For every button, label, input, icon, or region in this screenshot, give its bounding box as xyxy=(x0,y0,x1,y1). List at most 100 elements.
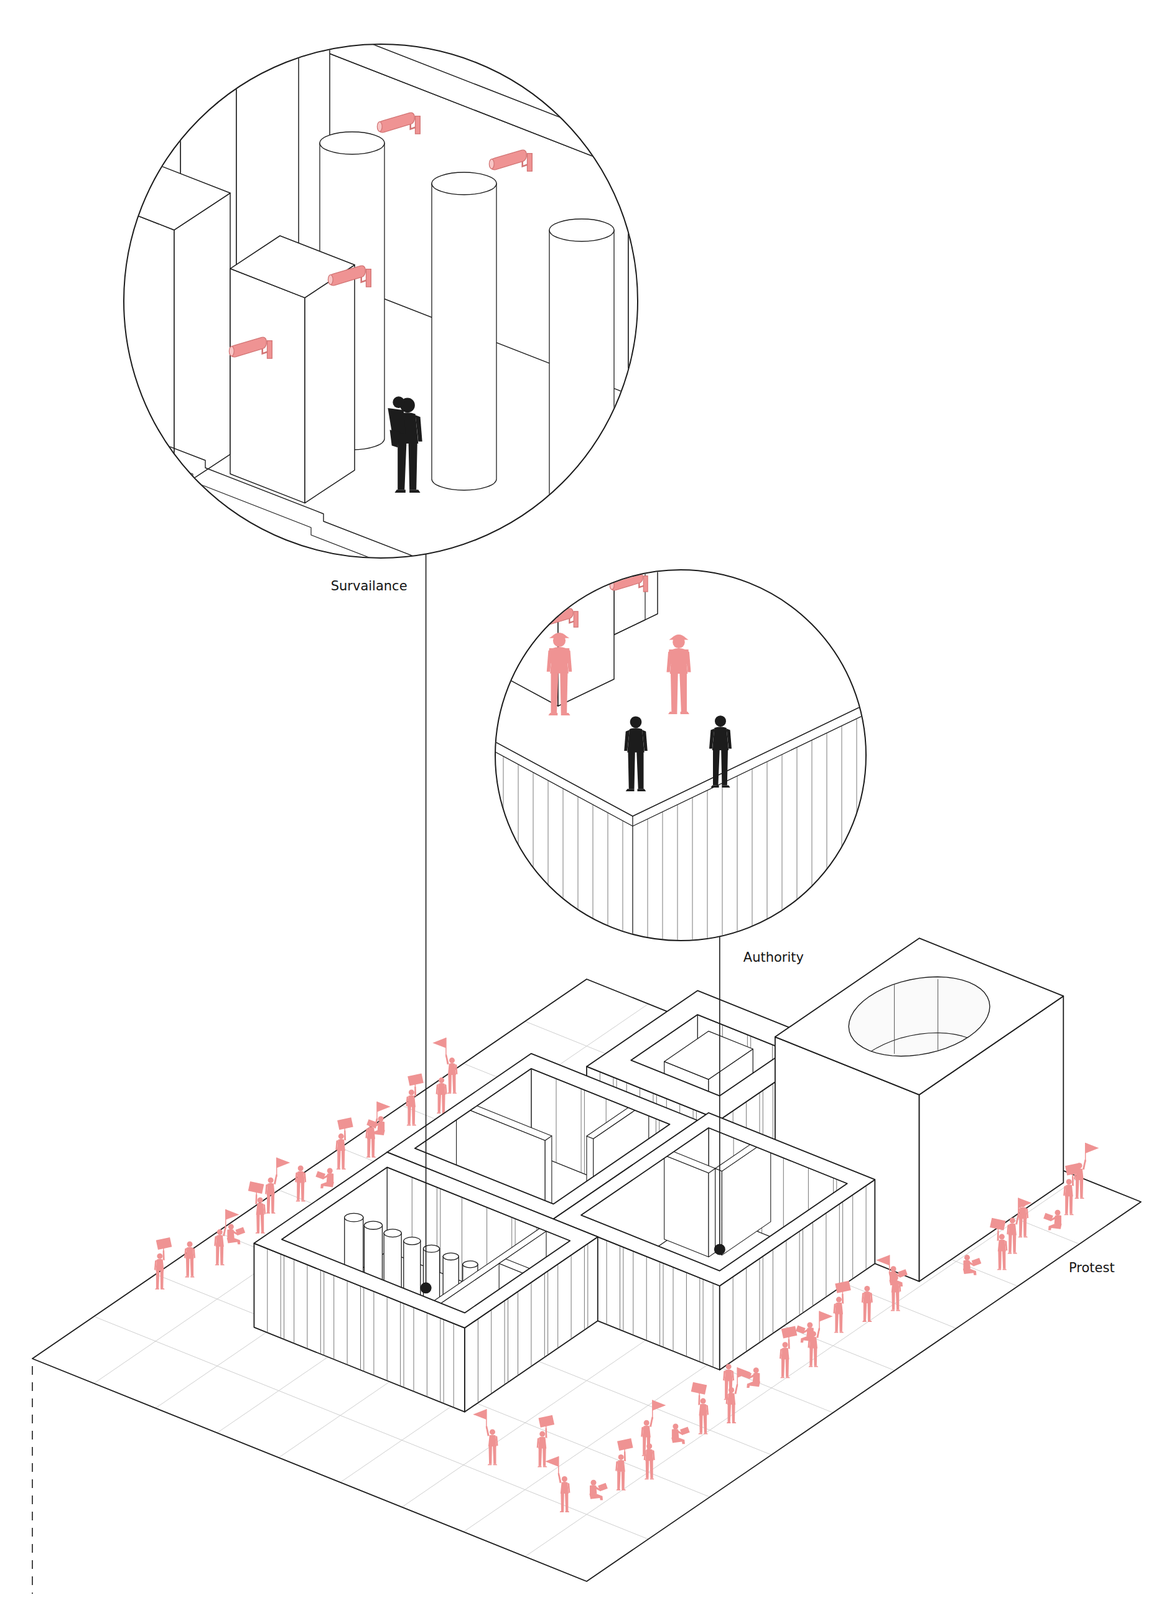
protester-figure xyxy=(1075,1180,1084,1199)
protester-figure xyxy=(1008,1234,1016,1253)
protester-figure xyxy=(227,1224,246,1245)
column-cylinder xyxy=(383,1229,402,1238)
wall-flute xyxy=(503,756,504,934)
visitor-figure xyxy=(630,716,643,728)
protester-figure xyxy=(405,1096,409,1107)
protester-figure xyxy=(1065,1184,1074,1197)
protester-figure xyxy=(875,1254,890,1266)
leader-dot xyxy=(714,1243,726,1255)
column-cylinder xyxy=(431,172,497,491)
surveillance-callout xyxy=(43,0,654,645)
tower-void xyxy=(848,976,990,1056)
column-cylinder xyxy=(549,218,615,242)
wall-flute xyxy=(504,1300,506,1385)
authority-detail xyxy=(371,255,1081,1003)
protester-figure xyxy=(495,1435,498,1446)
protester-figure xyxy=(753,1367,759,1374)
protester-figure xyxy=(1043,1213,1054,1222)
tower-void-wall xyxy=(851,979,990,1073)
callout-circle xyxy=(495,569,867,941)
guard-figure xyxy=(668,649,690,664)
ground-outline xyxy=(32,979,1141,1582)
protester-figure xyxy=(378,1116,384,1122)
protester-figure xyxy=(833,1280,851,1334)
protester-figure xyxy=(597,1483,608,1492)
protester-figure xyxy=(214,1236,217,1247)
protester-figure xyxy=(489,1429,496,1435)
protester-figure xyxy=(184,1247,187,1258)
wall-face xyxy=(43,62,181,134)
wall-face xyxy=(775,938,1064,1095)
visitor-figure xyxy=(628,751,644,789)
protester-figure xyxy=(615,1460,618,1471)
protester-figure xyxy=(591,1480,597,1486)
wall-flute xyxy=(1020,640,1022,817)
wall-flute xyxy=(745,1267,747,1352)
protester-figure xyxy=(726,1422,737,1424)
protester-figure xyxy=(406,1124,417,1127)
protester-figure xyxy=(1019,1206,1028,1219)
protester-figure xyxy=(263,1203,266,1214)
protester-figure xyxy=(861,1292,865,1303)
column-cylinder xyxy=(431,172,497,195)
guard-figure xyxy=(549,632,570,639)
camera-icon xyxy=(377,112,420,134)
protester-figure xyxy=(215,1246,224,1265)
protester-figure xyxy=(963,1269,977,1276)
protester-figure xyxy=(560,1481,569,1494)
wall-flute xyxy=(398,699,400,877)
column-cylinder xyxy=(549,230,615,541)
protester-figure xyxy=(265,1157,290,1214)
protester-figure xyxy=(447,1092,458,1094)
wall-flute xyxy=(518,764,519,942)
protester-figure xyxy=(997,1251,1006,1270)
protester-figure xyxy=(643,1450,647,1461)
protester-figure xyxy=(806,1322,813,1329)
protester-figure xyxy=(296,1182,305,1201)
protester-figure xyxy=(691,1382,709,1435)
protester-figure xyxy=(891,1280,900,1293)
protester-figure xyxy=(731,1370,735,1381)
protester-figure xyxy=(780,1347,789,1360)
protester-figure xyxy=(1008,1223,1017,1236)
wall-face xyxy=(576,285,596,644)
wall-flute xyxy=(413,1307,415,1392)
protester-figure xyxy=(295,1200,306,1202)
protester-figure xyxy=(671,1424,690,1445)
camera-icon xyxy=(415,116,421,135)
wall-flute xyxy=(306,1264,308,1349)
wall-flute xyxy=(360,1285,361,1370)
protester-figure xyxy=(235,1226,246,1236)
protester-figure xyxy=(268,1177,274,1184)
wall-flute xyxy=(533,772,534,950)
protester-figure xyxy=(248,1181,266,1234)
wall-flute xyxy=(799,1231,801,1316)
column-cylinder xyxy=(363,1221,382,1230)
protester-figure xyxy=(1048,1223,1062,1230)
wall-flute xyxy=(428,716,430,893)
camera-icon xyxy=(609,572,648,592)
outer-wall xyxy=(719,1179,876,1370)
protester-figure xyxy=(1017,1236,1028,1239)
protester-figure xyxy=(539,1431,545,1438)
protester-figure xyxy=(315,1170,326,1180)
protester-figure xyxy=(538,1437,547,1449)
wall-flute xyxy=(826,732,828,910)
protester-figure xyxy=(536,1437,540,1448)
column-cylinder xyxy=(462,1261,478,1268)
wall-flute xyxy=(785,1240,787,1325)
wall-flute xyxy=(839,1203,840,1288)
camera-icon xyxy=(527,153,533,172)
protester-figure xyxy=(617,1438,634,1451)
protester-figure xyxy=(1063,1162,1081,1216)
void-wall-line xyxy=(893,979,895,1054)
protester-figure xyxy=(699,1404,708,1416)
wall-flute xyxy=(473,740,475,918)
wall-face xyxy=(230,235,355,298)
visitor-figure xyxy=(712,726,729,751)
camera-icon xyxy=(361,277,367,283)
protester-figure xyxy=(891,1292,899,1311)
camera-icon xyxy=(488,159,494,170)
column-cylinder xyxy=(549,218,615,541)
